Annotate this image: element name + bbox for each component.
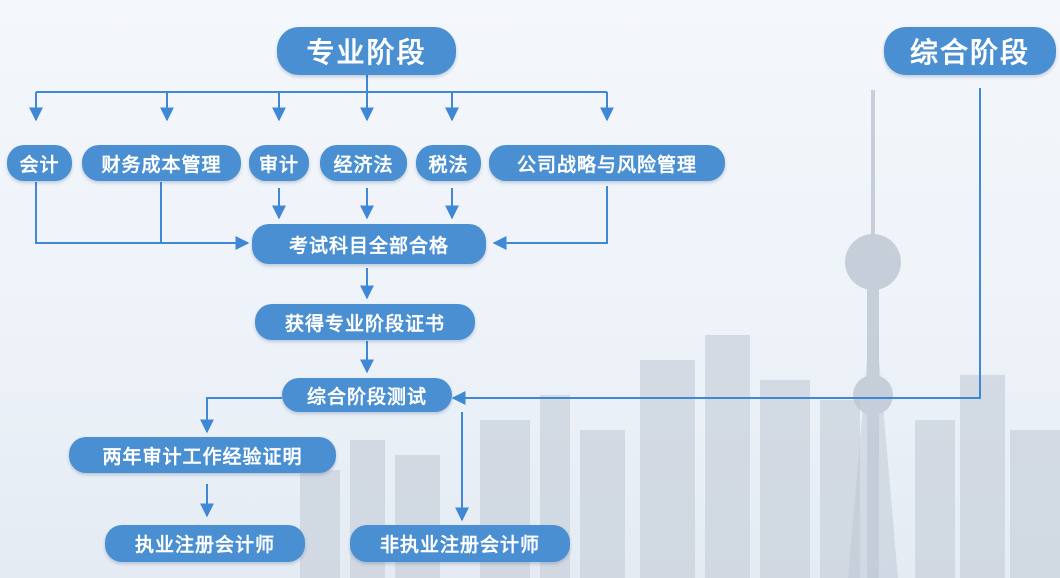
all-passed-node: 考试科目全部合格 (252, 224, 486, 264)
subject-jingjifa: 经济法 (320, 145, 407, 181)
professional-stage-node: 专业阶段 (277, 27, 456, 75)
subject-caiwu-chengben: 财务成本管理 (82, 145, 241, 181)
certificate-node: 获得专业阶段证书 (255, 304, 475, 340)
subject-shenji: 审计 (249, 145, 309, 181)
audit-experience-node: 两年审计工作经验证明 (69, 437, 336, 473)
test-to-experience (207, 398, 282, 432)
subject-gongsi-zhanlue: 公司战略与风险管理 (489, 145, 725, 181)
practicing-cpa-node: 执业注册会计师 (105, 525, 305, 562)
kuaiji-to-passed (36, 182, 248, 243)
non-practicing-cpa-node: 非执业注册会计师 (350, 525, 570, 562)
comprehensive-stage-node: 综合阶段 (884, 27, 1056, 75)
comprehensive-test-node: 综合阶段测试 (282, 378, 452, 412)
subject-kuaiji: 会计 (7, 145, 72, 181)
subject-shuifa: 税法 (416, 145, 481, 181)
gongsi-to-passed (494, 186, 607, 243)
